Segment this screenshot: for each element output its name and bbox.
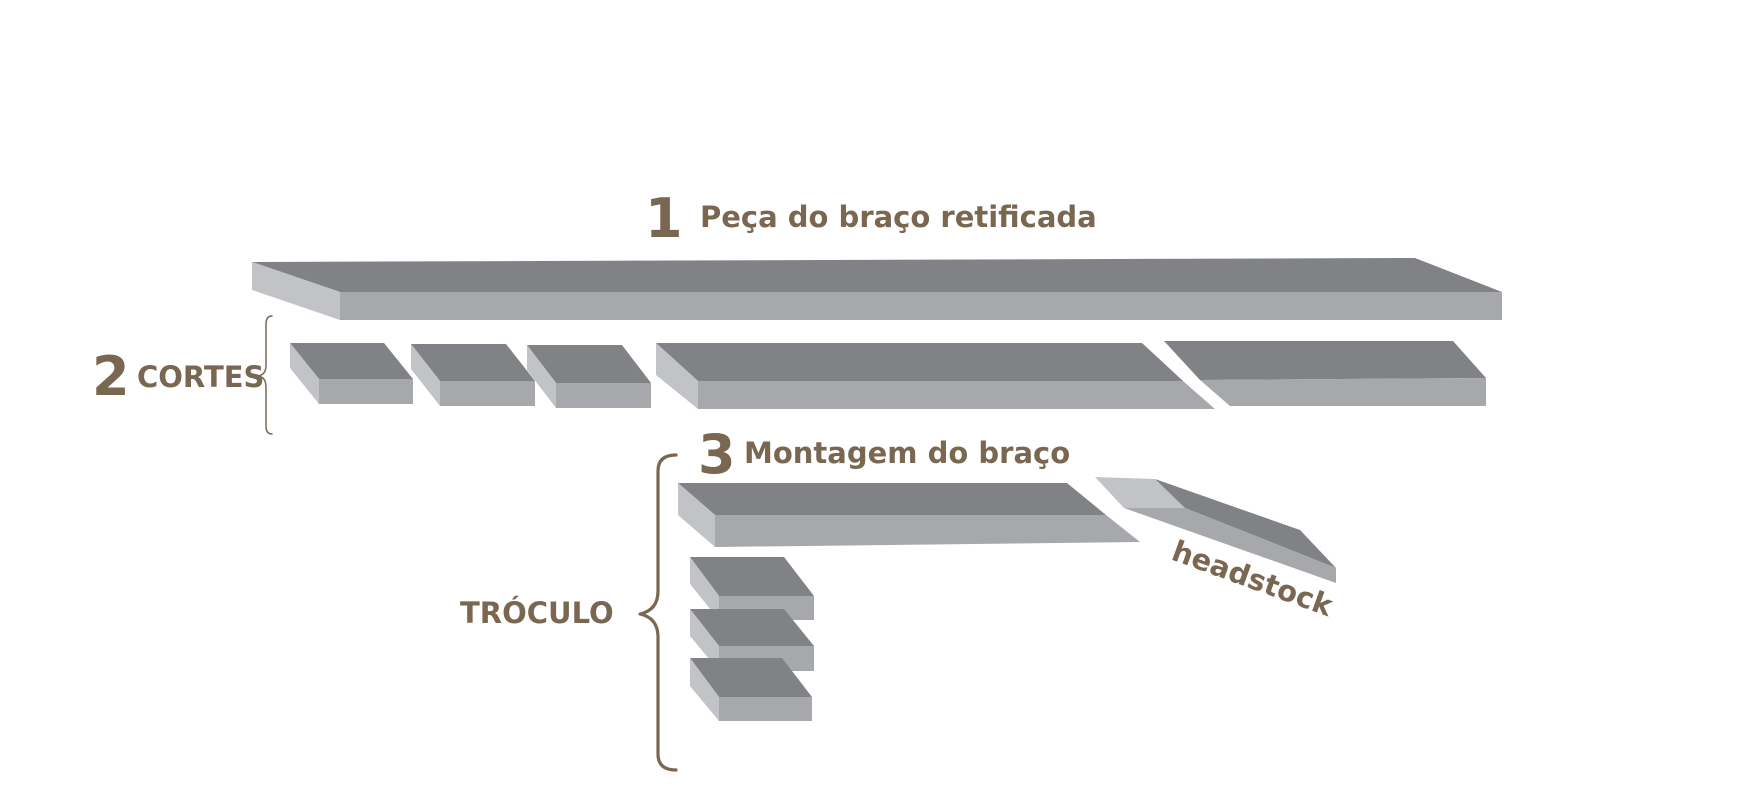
troculo-brace xyxy=(638,453,678,772)
cortes-brace xyxy=(257,315,273,435)
headstock-piece xyxy=(1095,477,1336,583)
assembled-neck xyxy=(678,483,1140,547)
step1-number: 1 xyxy=(645,187,683,250)
troculo-label: TRÓCULO xyxy=(460,596,614,630)
cut-piece-4-long xyxy=(656,343,1215,409)
step3-title: Montagem do braço xyxy=(744,436,1070,470)
cut-piece-1 xyxy=(290,343,413,404)
step3-number: 3 xyxy=(698,423,736,486)
step2-title: CORTES xyxy=(137,360,264,394)
cut-piece-2 xyxy=(411,344,535,406)
cut-piece-3 xyxy=(527,345,651,408)
troculo-piece-3 xyxy=(690,658,812,721)
step2-number: 2 xyxy=(92,345,130,408)
rectified-neck-blank xyxy=(252,258,1502,320)
cut-piece-5-headstock-blank xyxy=(1164,341,1486,406)
step1-title: Peça do braço retificada xyxy=(700,200,1097,234)
